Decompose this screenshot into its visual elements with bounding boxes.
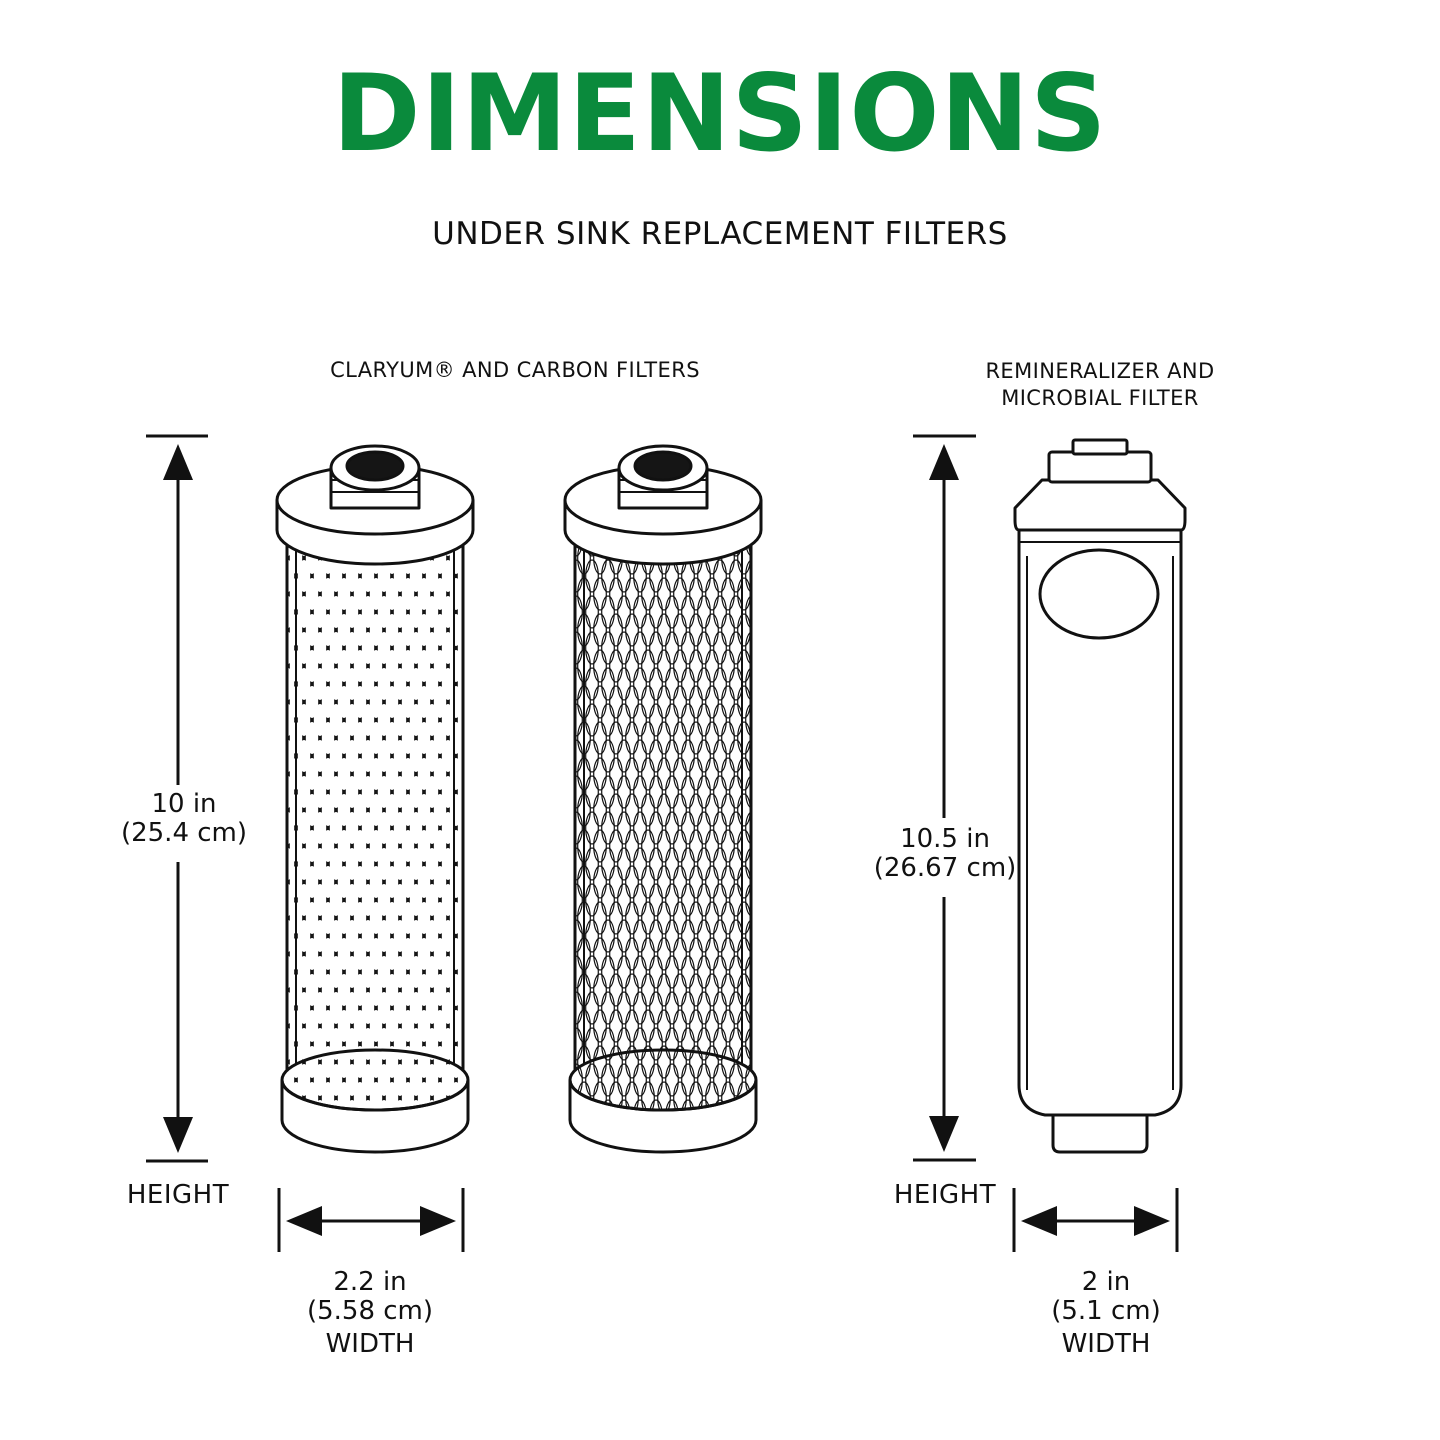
width-label: WIDTH	[1061, 1329, 1151, 1360]
width-metric: (5.58 cm)	[306, 1296, 434, 1327]
width-metric: (5.1 cm)	[1051, 1296, 1161, 1327]
width-dimension-right	[1012, 1188, 1179, 1252]
height-value-remineralizer: 10.5 in (26.67 cm)	[862, 824, 1028, 884]
caption-line: REMINERALIZER AND	[985, 359, 1215, 383]
height-metric: (25.4 cm)	[120, 818, 248, 849]
height-label: HEIGHT	[126, 1180, 230, 1210]
width-value-claryum: 2.2 in (5.58 cm) WIDTH	[280, 1267, 460, 1360]
width-imperial: 2 in	[1081, 1267, 1131, 1297]
width-dimension-left	[277, 1188, 465, 1252]
width-imperial: 2.2 in	[333, 1267, 407, 1297]
height-dimension-right	[913, 434, 976, 1162]
height-value-claryum: 10 in (25.4 cm)	[100, 789, 268, 849]
height-label: HEIGHT	[893, 1180, 997, 1210]
page-subtitle: UNDER SINK REPLACEMENT FILTERS	[432, 216, 1008, 252]
carbon-filter-drawing	[563, 444, 763, 1154]
remineralizer-filter-drawing	[1013, 438, 1187, 1154]
page-title: DIMENSIONS	[332, 52, 1108, 175]
caption-line: MICROBIAL FILTER	[1001, 386, 1199, 410]
width-label: WIDTH	[325, 1329, 415, 1360]
height-imperial: 10.5 in	[900, 824, 990, 854]
height-dimension-left	[146, 434, 208, 1163]
group-caption-remineralizer: REMINERALIZER AND MICROBIAL FILTER	[930, 358, 1270, 412]
caption-line: CLARYUM® AND CARBON FILTERS	[330, 358, 700, 382]
group-caption-claryum-carbon: CLARYUM® AND CARBON FILTERS	[290, 358, 740, 383]
height-imperial: 10 in	[151, 789, 217, 819]
height-metric: (26.67 cm)	[873, 853, 1017, 884]
claryum-filter-drawing	[275, 444, 475, 1154]
width-value-remineralizer: 2 in (5.1 cm) WIDTH	[1020, 1267, 1192, 1360]
